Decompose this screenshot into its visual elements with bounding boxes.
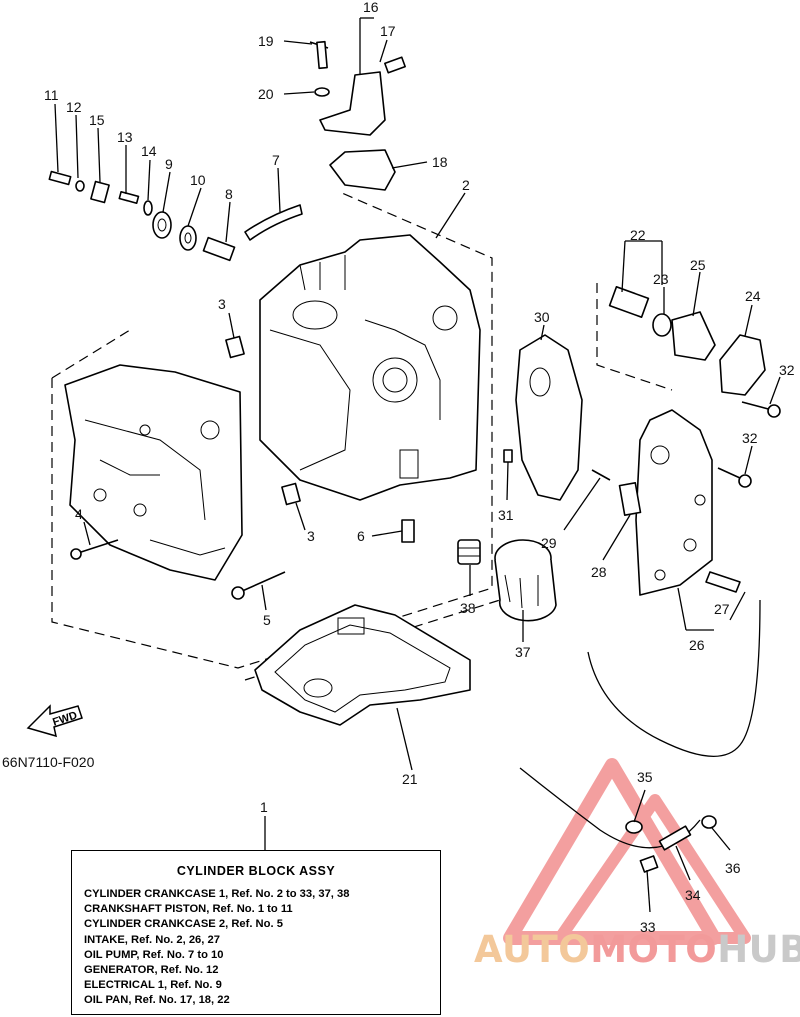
callout-label: 3 bbox=[218, 296, 226, 312]
callout-label: 36 bbox=[725, 860, 741, 876]
callout-label: 2 bbox=[462, 177, 470, 193]
callout-label: 34 bbox=[685, 887, 701, 903]
watermark-hub: HUB bbox=[717, 928, 800, 971]
callout-label: 18 bbox=[432, 154, 448, 170]
callout-label: 5 bbox=[263, 612, 271, 628]
assembly-line: CYLINDER CRANKCASE 1, Ref. No. 2 to 33, … bbox=[84, 888, 350, 900]
callout-label: 31 bbox=[498, 507, 514, 523]
assembly-info-box: CYLINDER BLOCK ASSY CYLINDER CRANKCASE 1… bbox=[71, 850, 441, 1015]
assembly-line: ELECTRICAL 1, Ref. No. 9 bbox=[84, 979, 222, 992]
callout-label: 32 bbox=[742, 430, 758, 446]
callout-label: 38 bbox=[460, 600, 476, 616]
cover-plate-part bbox=[635, 409, 713, 596]
callout-label: 32 bbox=[779, 362, 795, 378]
callout-label: 22 bbox=[630, 227, 646, 243]
callout-label: 8 bbox=[225, 186, 233, 202]
callout-label: 6 bbox=[357, 528, 365, 544]
assembly-line: OIL PAN, Ref. No. 17, 18, 22 bbox=[84, 994, 230, 1007]
diagram-ref-code: 66N7110-F020 bbox=[2, 754, 95, 770]
assembly-line: CRANKSHAFT PISTON, Ref. No. 1 to 11 bbox=[84, 903, 293, 916]
callout-label: 25 bbox=[690, 257, 706, 273]
watermark-moto: MOTO bbox=[590, 928, 718, 971]
callout-label: 14 bbox=[141, 143, 157, 159]
callout-label: 33 bbox=[640, 919, 656, 935]
callout-label: 17 bbox=[380, 23, 396, 39]
assembly-line: OIL PUMP, Ref. No. 7 to 10 bbox=[84, 948, 224, 961]
callout-label: 30 bbox=[534, 309, 550, 325]
callout-label: 35 bbox=[637, 769, 653, 785]
crankcase-2-part bbox=[64, 364, 243, 581]
callout-label: 26 bbox=[689, 637, 705, 653]
assembly-title: CYLINDER BLOCK ASSY bbox=[176, 864, 336, 878]
watermark-brand: AUTOMOTOHUB bbox=[474, 928, 800, 971]
cylinder-crankcase-part bbox=[259, 234, 481, 501]
callout-label: 27 bbox=[714, 601, 730, 617]
fitting-part bbox=[457, 539, 481, 565]
fwd-arrow-icon: FWD bbox=[26, 704, 83, 738]
callout-label: 28 bbox=[591, 564, 607, 580]
callout-label: 16 bbox=[363, 0, 379, 15]
small-parts bbox=[48, 40, 781, 873]
leader-lines bbox=[54, 17, 781, 913]
callout-label: 37 bbox=[515, 644, 531, 660]
callout-label: 7 bbox=[272, 152, 280, 168]
callout-label: 10 bbox=[190, 172, 206, 188]
callout-label: 29 bbox=[541, 535, 557, 551]
oil-pan-gasket-part bbox=[254, 604, 471, 726]
callout-label: 12 bbox=[66, 99, 82, 115]
watermark-auto: AUTO bbox=[474, 928, 591, 971]
callout-label: 19 bbox=[258, 33, 274, 49]
callout-label: 15 bbox=[89, 112, 105, 128]
callout-label: 23 bbox=[653, 271, 669, 287]
callout-label: 11 bbox=[44, 87, 59, 103]
callout-label: 9 bbox=[165, 156, 173, 172]
callout-label: 20 bbox=[258, 86, 274, 102]
callout-label: 4 bbox=[75, 506, 83, 522]
assembly-line: CYLINDER CRANKCASE 2, Ref. No. 5 bbox=[84, 918, 283, 931]
callout-numbers: 16 17 19 20 11 12 15 13 14 9 10 7 18 2 8… bbox=[44, 0, 795, 935]
callout-label: 24 bbox=[745, 288, 761, 304]
callout-label: 21 bbox=[402, 771, 418, 787]
assembly-line: GENERATOR, Ref. No. 12 bbox=[84, 964, 219, 977]
assembly-reference-list: CYLINDER CRANKCASE 1, Ref. No. 2 to 33, … bbox=[84, 887, 349, 1009]
oil-filter-part bbox=[494, 539, 557, 622]
gasket-30-part bbox=[515, 334, 583, 501]
callout-label: 3 bbox=[307, 528, 315, 544]
watermark-logo bbox=[503, 758, 751, 945]
callout-label: 13 bbox=[117, 129, 133, 145]
assembly-line: INTAKE, Ref. No. 2, 26, 27 bbox=[84, 933, 220, 946]
callout-label: 1 bbox=[260, 799, 268, 815]
